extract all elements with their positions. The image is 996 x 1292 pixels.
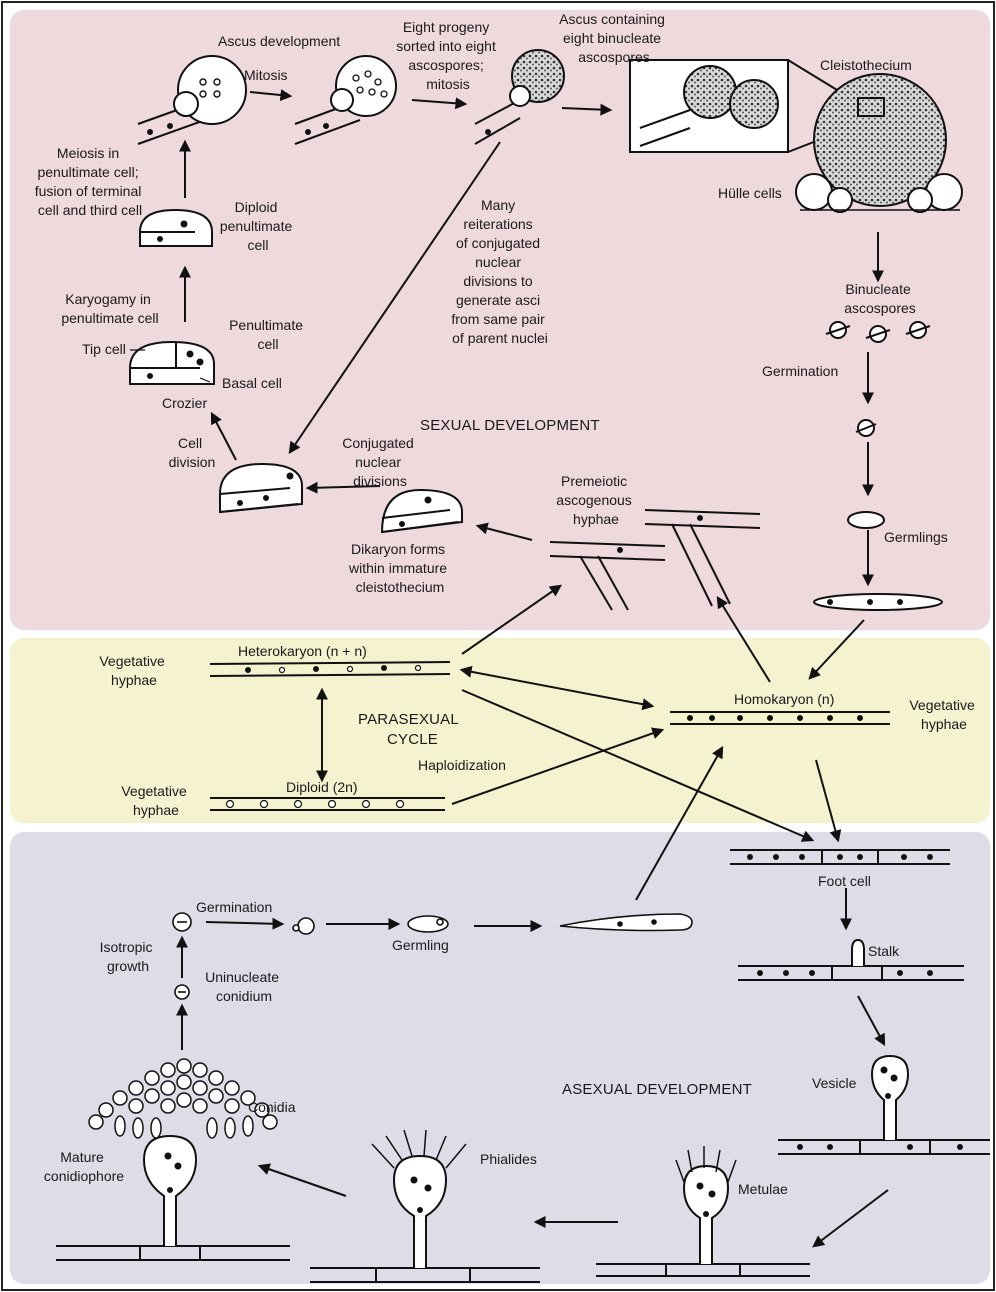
label-crozier: Crozier: [162, 395, 207, 411]
arrow-premeiotic-to-dikaryon: [475, 522, 533, 541]
label-germination-asexual: Germination: [196, 899, 272, 915]
label-mature-conidiophore: Mature conidiophore: [44, 1149, 124, 1184]
metulae-figure: [596, 1146, 810, 1277]
label-vegetative-hyphae-1: Vegetative hyphae: [99, 653, 168, 688]
cleistothecium-figure: [795, 73, 963, 213]
label-many-reiterations: Many reiterations of conjugated nuclear …: [451, 197, 548, 346]
premeiotic-hyphae-figure: [549, 509, 761, 611]
parasexual-title-2: CYCLE: [387, 731, 438, 748]
arrow-haploidization: [451, 727, 665, 805]
arrow-conjugated: [305, 481, 381, 494]
vesicle-figure: [778, 1054, 990, 1155]
germinating-spore-figure: [855, 419, 877, 437]
ascus-diploid-figure: [137, 55, 247, 145]
uninucleate-conidium-figure: [174, 984, 190, 1000]
arrow-germination-asexual: [205, 917, 285, 930]
label-conjugated: Conjugated nuclear divisions: [342, 435, 418, 489]
label-basal-cell: Basal cell: [222, 375, 282, 391]
asexual-zone: [10, 832, 990, 1284]
label-stalk: Stalk: [868, 943, 900, 959]
arrow-stalk-to-vesicle: [857, 995, 886, 1047]
label-germlings: Germlings: [884, 529, 948, 545]
arrow-reiterations: [288, 141, 501, 454]
label-haploidization: Haploidization: [418, 757, 506, 773]
germinating-conidium-figure: [292, 917, 315, 935]
label-premeiotic: Premeiotic ascogenous hyphae: [556, 473, 635, 527]
long-germling-figure: [813, 593, 943, 611]
label-binucleate-ascospores: Binucleate ascospores: [844, 281, 916, 316]
label-tip-cell: Tip cell: [82, 341, 126, 357]
crozier-figure: [129, 340, 215, 385]
diploid-hypha: [210, 797, 445, 811]
label-diploid-penultimate: Diploid penultimate cell: [220, 199, 296, 253]
label-penultimate-cell: Penultimate cell: [229, 317, 307, 352]
label-homokaryon: Homokaryon (n): [734, 691, 834, 707]
diploid-penultimate-figure: [139, 208, 213, 247]
label-isotropic-growth: Isotropic growth: [100, 939, 157, 974]
label-heterokaryon: Heterokaryon (n + n): [238, 643, 367, 659]
homokaryon-hypha: [670, 711, 890, 725]
long-germling-asexual-figure: [559, 913, 693, 932]
parasexual-zone: [10, 638, 990, 823]
ascospores-figure: [825, 321, 931, 343]
label-germling-asexual: Germling: [392, 937, 449, 953]
label-cleistothecium: Cleistothecium: [820, 57, 912, 73]
foot-cell-hypha: [730, 849, 950, 865]
arrow-homokaryon-to-foot: [815, 759, 842, 843]
conidia-cluster: [88, 1058, 278, 1139]
label-foot-cell: Foot cell: [818, 873, 871, 889]
phialides-figure: [310, 1129, 540, 1283]
label-meiosis: Meiosis in penultimate cell; fusion of t…: [35, 145, 146, 218]
label-metulae: Metulae: [738, 1181, 788, 1197]
stalk-hypha: [738, 938, 964, 981]
arrow-vesicle-to-metulae: [812, 1189, 889, 1248]
label-vegetative-hyphae-3: Vegetative hyphae: [909, 697, 978, 732]
label-dikaryon: Dikaryon forms within immature cleistoth…: [348, 541, 451, 595]
label-phialides: Phialides: [480, 1151, 537, 1167]
parasexual-title-1: PARASEXUAL: [358, 711, 459, 728]
ascus-box-figure: [629, 59, 861, 153]
arrow-mitosis: [249, 89, 293, 102]
germling-asexual-figure: [407, 915, 449, 933]
asexual-development-title: ASEXUAL DEVELOPMENT: [562, 1081, 752, 1098]
arrow-hetero-to-foot: [461, 689, 815, 842]
arrow-germling-to-homokaryon-up: [635, 745, 724, 901]
label-uninucleate-conidium: Uninucleate conidium: [205, 969, 283, 1004]
mature-conidiophore-figure: [56, 1134, 290, 1261]
arrow-eight-progeny: [411, 97, 468, 110]
arrow-heterokaryon-to-premeiotic: [461, 584, 562, 655]
label-mitosis: Mitosis: [244, 67, 288, 83]
label-karyogamy: Karyogamy in penultimate cell: [61, 291, 158, 326]
arrow-phialides-to-mature: [257, 1163, 347, 1197]
arrow-hetero-homo: [459, 665, 655, 711]
sexual-development-title: SEXUAL DEVELOPMENT: [420, 417, 600, 434]
germling-figure: [847, 511, 885, 529]
label-germination-sexual: Germination: [762, 363, 838, 379]
arrow-homokaryon-to-premeiotic: [716, 595, 771, 683]
label-vesicle: Vesicle: [812, 1075, 857, 1091]
arrow-cell-division: [210, 411, 237, 461]
label-hulle-cells: Hülle cells: [718, 185, 782, 201]
cell-division-crozier-figure: [219, 462, 303, 514]
label-cell-division: Cell division: [169, 435, 216, 470]
label-conidia: Conidia: [248, 1099, 296, 1115]
label-diploid: Diploid (2n): [286, 779, 358, 795]
arrow-germling-to-homokaryon: [808, 619, 865, 680]
dikaryon-figure: [380, 488, 463, 534]
heterokaryon-hypha: [209, 661, 451, 677]
isotropic-conidium-figure: [172, 912, 192, 932]
ascus-eight-ascospores-figure: [474, 49, 565, 145]
arrow-to-box: [561, 103, 613, 116]
label-vegetative-hyphae-2: Vegetative hyphae: [121, 783, 190, 818]
ascus-mitosis-figure: [294, 55, 397, 145]
label-ascus-development: Ascus development: [218, 33, 340, 49]
label-eight-progeny: Eight progeny sorted into eight ascospor…: [396, 19, 500, 92]
label-ascus-containing: Ascus containing eight binucleate ascosp…: [559, 11, 669, 65]
